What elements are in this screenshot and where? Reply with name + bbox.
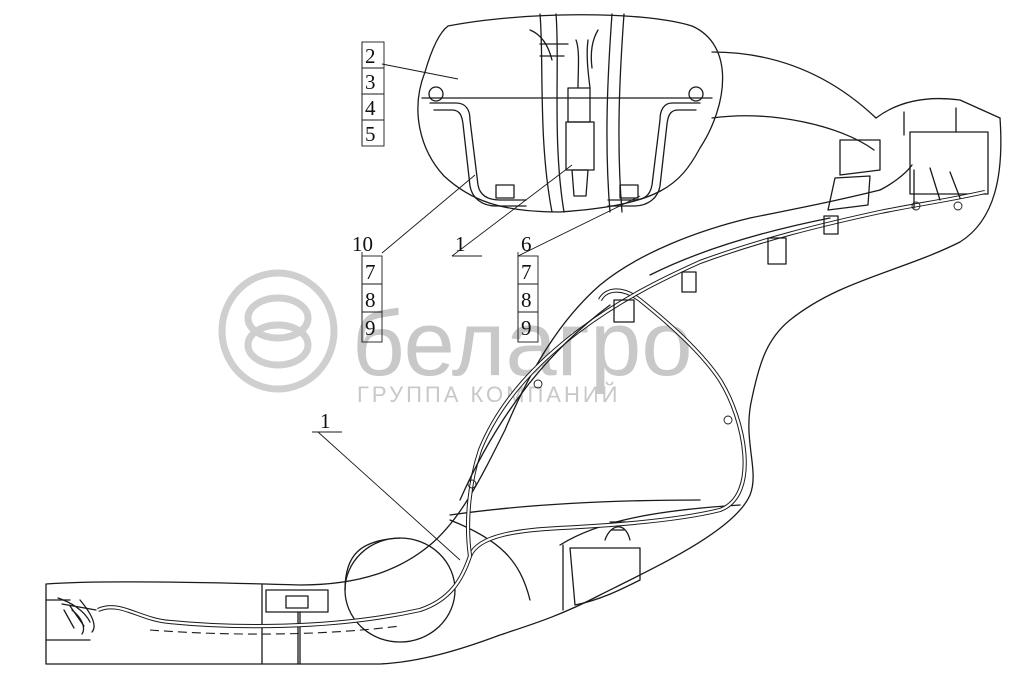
callout-7-right: 7	[521, 260, 532, 284]
watermark-brand: белагро	[352, 293, 693, 395]
callout-stack-left-top: 2 3 4 5	[361, 41, 385, 147]
callout-5: 5	[365, 122, 376, 146]
watermark-subtitle: ГРУППА КОМПАНИЙ	[357, 382, 621, 407]
callout-1-lower: 1	[320, 409, 331, 433]
callout-stack-left-bottom: 10 7 8 9	[352, 232, 383, 343]
callout-8-right: 8	[521, 288, 532, 312]
callout-8-left: 8	[365, 288, 376, 312]
callout-2: 2	[365, 44, 376, 68]
detail-view	[417, 13, 724, 213]
callout-stack-right: 6 7 8 9	[517, 232, 539, 343]
cab-body	[45, 51, 1002, 665]
callout-7-left: 7	[365, 260, 376, 284]
wheel-arch	[344, 537, 456, 643]
callout-9-left: 9	[365, 316, 376, 340]
callout-1-center: 1	[455, 232, 466, 256]
callout-3: 3	[365, 70, 376, 94]
callout-10: 10	[352, 232, 373, 256]
cable-harness	[63, 167, 986, 635]
callout-4: 4	[365, 96, 376, 120]
watermark-logo	[218, 269, 338, 393]
callout-9-right: 9	[521, 316, 532, 340]
callout-6: 6	[521, 232, 532, 256]
